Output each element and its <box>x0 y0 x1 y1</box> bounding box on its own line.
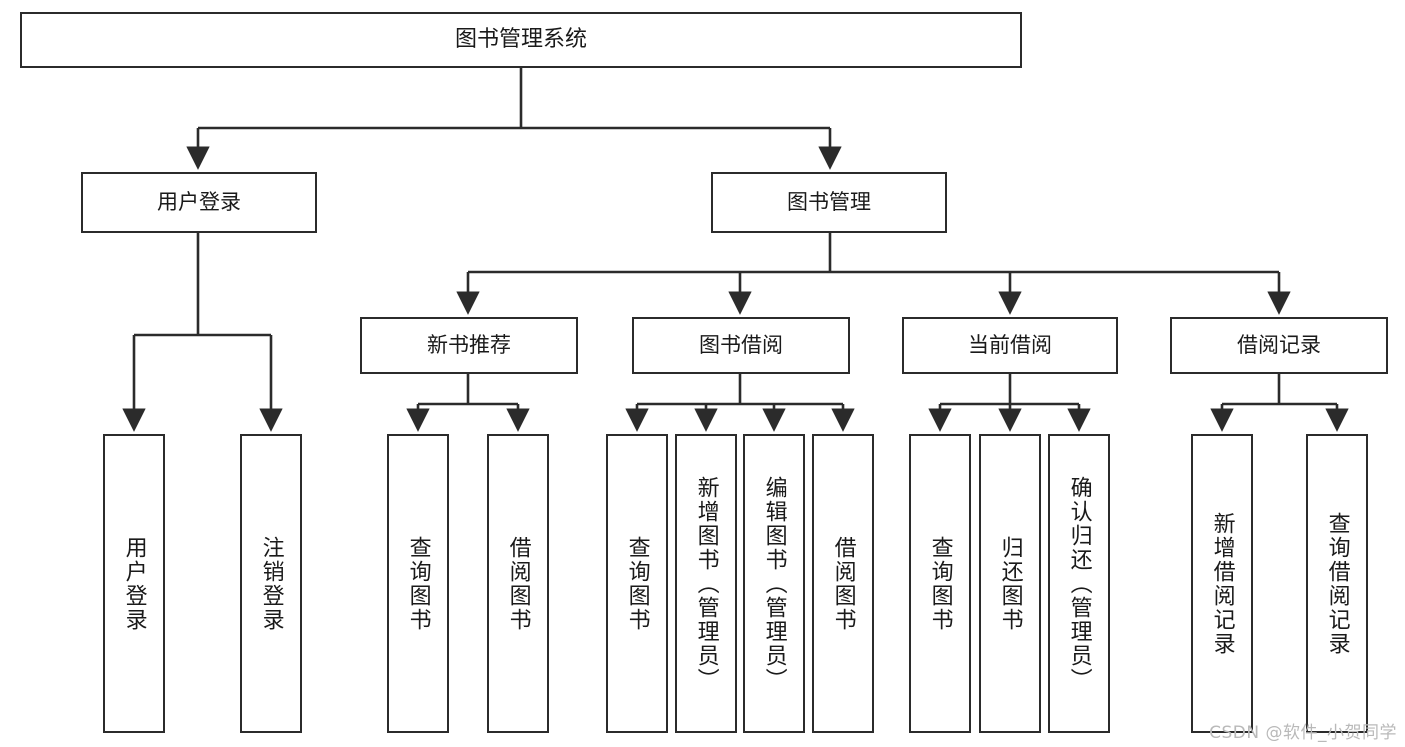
node-new-book-recommendation[interactable]: 新书推荐 <box>360 317 578 374</box>
node-label: 查询图书 <box>624 535 650 632</box>
leaf-user-login[interactable]: 用户登录 <box>103 434 165 733</box>
node-label: 借阅图书 <box>830 535 856 632</box>
leaf-query-books-borrow[interactable]: 查询图书 <box>606 434 668 733</box>
node-current-borrowing[interactable]: 当前借阅 <box>902 317 1118 374</box>
node-label: 新增借阅记录 <box>1209 511 1235 656</box>
node-book-management[interactable]: 图书管理 <box>711 172 947 233</box>
node-label: 借阅图书 <box>505 535 531 632</box>
node-label: 图书借阅 <box>699 333 783 358</box>
leaf-return-books[interactable]: 归还图书 <box>979 434 1041 733</box>
node-label: 查询图书 <box>405 535 431 632</box>
node-root-book-management-system[interactable]: 图书管理系统 <box>20 12 1022 68</box>
csdn-watermark: CSDN @软件_小贺同学 <box>1209 723 1397 743</box>
leaf-confirm-return-admin[interactable]: 确认归还（管理员） <box>1048 434 1110 733</box>
node-label: 图书管理系统 <box>454 27 587 53</box>
node-label: 归还图书 <box>997 535 1023 632</box>
node-label: 查询借阅记录 <box>1324 511 1350 656</box>
node-label: 新增图书（管理员） <box>693 475 719 692</box>
node-user-login[interactable]: 用户登录 <box>81 172 317 233</box>
node-label: 注销登录 <box>258 535 284 632</box>
node-label: 编辑图书（管理员） <box>761 475 787 692</box>
node-label: 借阅记录 <box>1237 333 1321 358</box>
node-label: 图书管理 <box>787 190 871 215</box>
leaf-borrow-books-new[interactable]: 借阅图书 <box>487 434 549 733</box>
node-label: 确认归还（管理员） <box>1066 475 1092 692</box>
leaf-query-books-current[interactable]: 查询图书 <box>909 434 971 733</box>
leaf-edit-book-admin[interactable]: 编辑图书（管理员） <box>743 434 805 733</box>
leaf-borrow-books[interactable]: 借阅图书 <box>812 434 874 733</box>
leaf-query-borrow-record[interactable]: 查询借阅记录 <box>1306 434 1368 733</box>
leaf-add-borrow-record[interactable]: 新增借阅记录 <box>1191 434 1253 733</box>
node-label: 用户登录 <box>157 190 241 215</box>
node-label: 查询图书 <box>927 535 953 632</box>
node-label: 当前借阅 <box>968 333 1052 358</box>
node-label: 新书推荐 <box>427 333 511 358</box>
leaf-add-book-admin[interactable]: 新增图书（管理员） <box>675 434 737 733</box>
leaf-query-books-new[interactable]: 查询图书 <box>387 434 449 733</box>
node-borrowing-records[interactable]: 借阅记录 <box>1170 317 1388 374</box>
node-label: 用户登录 <box>121 535 147 632</box>
leaf-logout[interactable]: 注销登录 <box>240 434 302 733</box>
node-book-borrowing[interactable]: 图书借阅 <box>632 317 850 374</box>
